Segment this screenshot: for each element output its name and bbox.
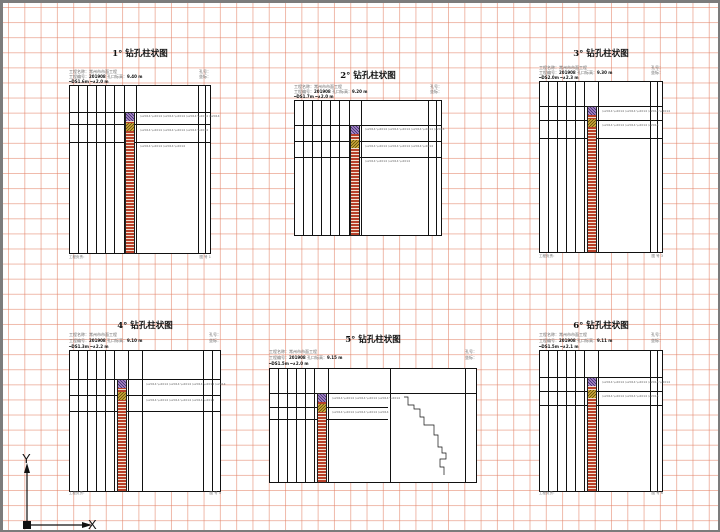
sheet-title: 3° 钻孔柱状图 xyxy=(573,49,629,59)
strata-column xyxy=(117,379,127,492)
project-no: 工程编号：201908 孔口标高：9.20 m xyxy=(294,89,368,94)
hole-no-label: 孔号： xyxy=(651,332,663,337)
log-table: \u2014 \u2014 \u2014 \u2014 \u2014 \u201… xyxy=(69,85,220,254)
log-table: \u2014 \u2014 \u2014 \u2014 \u2014 \u201… xyxy=(539,350,670,492)
log-table: \u2014 \u2014 \u2014 \u2014 \u2014 \u201… xyxy=(269,368,477,483)
coord-label: 坐标： xyxy=(651,338,663,343)
sheet-title: 6° 钻孔柱状图 xyxy=(573,321,629,331)
log-table: \u2014 \u2014 \u2014 \u2014 \u2014 \u201… xyxy=(294,100,445,236)
project-name: 工程名称：常州市市面工程 xyxy=(294,84,342,89)
strata-column xyxy=(587,377,597,492)
cpt-curve xyxy=(404,396,447,475)
hole-no-label: 孔号： xyxy=(199,69,211,74)
log-table: \u2014 \u2014 \u2014 \u2014 \u2014 \u201… xyxy=(69,350,226,492)
coord-label: 坐标： xyxy=(199,74,211,79)
project-name: 工程名称：常州市市面工程 xyxy=(539,65,587,70)
borehole-sheet-1[interactable]: 1° 钻孔柱状图 工程名称：常州市市面工程 工程编号：201908 孔口标高：9… xyxy=(69,47,220,263)
coord-label: 坐标： xyxy=(465,355,477,360)
elevation-line: ═DS2.0m ═∧2.3 m xyxy=(539,75,579,80)
sheet-footer: 工程负责：图 号 6 xyxy=(539,491,663,495)
log-table: \u2014 \u2014 \u2014 \u2014 \u2014 \u201… xyxy=(539,81,670,253)
sheet-footer: 工程负责：图 号 3 xyxy=(539,254,663,258)
project-name: 工程名称：常州市市面工程 xyxy=(269,349,317,354)
hole-no-label: 孔号： xyxy=(430,84,442,89)
coord-label: 坐标： xyxy=(430,89,442,94)
project-no: 工程编号：201908 孔口标高：9.40 m xyxy=(69,74,143,79)
y-axis-label: Y xyxy=(22,451,31,466)
strata-column xyxy=(317,393,327,483)
borehole-sheet-2[interactable]: 2° 钻孔柱状图 工程名称：常州市市面工程 工程编号：201908 孔口标高：9… xyxy=(294,69,445,239)
borehole-sheet-4[interactable]: 4° 钻孔柱状图 工程名称：常州市市面工程 工程编号：201908 孔口标高：9… xyxy=(69,319,226,495)
elevation-line: ═DS1.6m ═∧2.0 m xyxy=(69,79,109,84)
borehole-sheet-6[interactable]: 6° 钻孔柱状图 工程名称：常州市市面工程 工程编号：201908 孔口标高：9… xyxy=(539,319,670,495)
drawing-canvas[interactable]: 1° 钻孔柱状图 工程名称：常州市市面工程 工程编号：201908 孔口标高：9… xyxy=(3,3,718,530)
sheet-title: 1° 钻孔柱状图 xyxy=(112,49,168,59)
project-name: 工程名称：常州市市面工程 xyxy=(69,69,117,74)
x-axis-label: X xyxy=(88,517,97,532)
project-no: 工程编号：201908 孔口标高：9.15 m xyxy=(269,355,343,360)
sheet-title: 4° 钻孔柱状图 xyxy=(117,321,173,331)
elevation-line: ═DS1.3m ═∧2.2 m xyxy=(69,344,109,349)
strata-column xyxy=(587,106,597,253)
elevation-line: ═DS1.5m ═∧2.1 m xyxy=(539,344,579,349)
project-name: 工程名称：常州市市面工程 xyxy=(69,332,117,337)
coord-label: 坐标： xyxy=(209,338,221,343)
project-name: 工程名称：常州市市面工程 xyxy=(539,332,587,337)
project-no: 工程编号：201908 孔口标高：9.30 m xyxy=(539,70,613,75)
strata-column xyxy=(350,125,360,236)
sheet-title: 5° 钻孔柱状图 xyxy=(345,335,401,345)
coord-label: 坐标： xyxy=(651,70,663,75)
sheet-footer: 工程负责：图 号 4 xyxy=(69,491,221,495)
elevation-line: ═DS1.5m ═∧2.0 m xyxy=(269,361,309,366)
sheet-footer: 工程负责：图 号 1 xyxy=(69,255,211,259)
elevation-line: ═DS1.7m ═∧2.0 m xyxy=(294,94,334,99)
ucs-axis-icon: Y X xyxy=(14,451,104,532)
sheet-title: 2° 钻孔柱状图 xyxy=(340,71,396,81)
strata-column xyxy=(125,112,135,254)
hole-no-label: 孔号： xyxy=(209,332,221,337)
hole-no-label: 孔号： xyxy=(651,65,663,70)
project-no: 工程编号：201908 孔口标高：9.10 m xyxy=(69,338,143,343)
borehole-sheet-3[interactable]: 3° 钻孔柱状图 工程名称：常州市市面工程 工程编号：201908 孔口标高：9… xyxy=(539,47,670,263)
hole-no-label: 孔号： xyxy=(465,349,477,354)
borehole-sheet-5[interactable]: 5° 钻孔柱状图 工程名称：常州市市面工程 工程编号：201908 孔口标高：9… xyxy=(269,333,477,483)
project-no: 工程编号：201908 孔口标高：9.11 m xyxy=(539,338,613,343)
